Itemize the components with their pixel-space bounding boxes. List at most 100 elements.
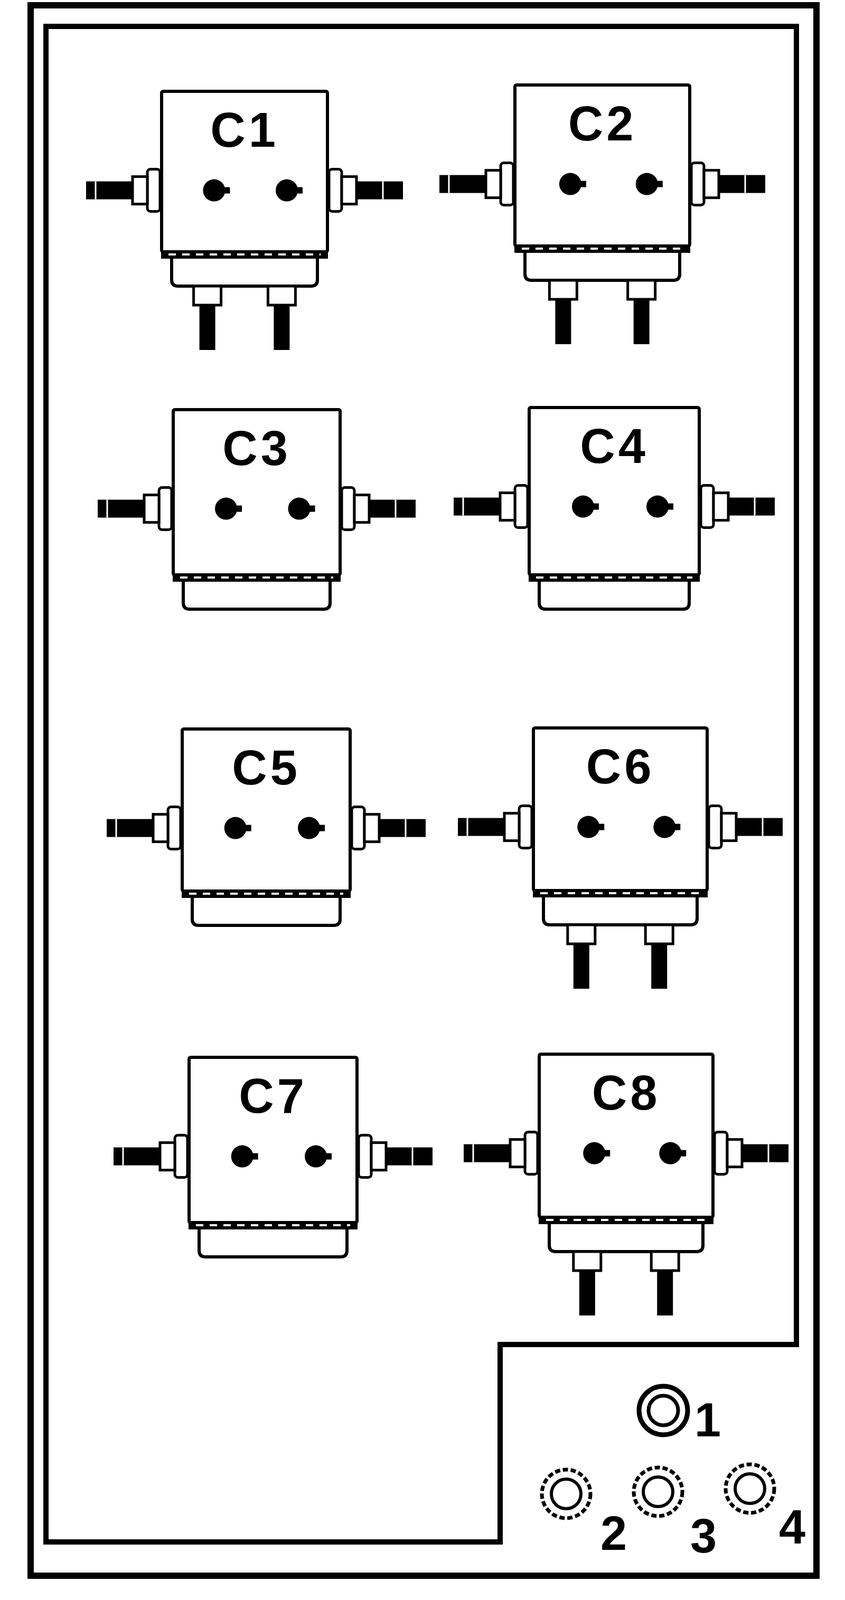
terminal-tab [595,824,605,831]
washer [714,1132,728,1176]
washer [519,806,532,849]
stud [439,175,486,194]
bottom-stud [273,305,290,351]
hex-nut [703,170,719,199]
hex-nut [485,170,501,199]
hex-nut [510,1140,525,1168]
stud-thread [122,1148,125,1167]
stud-thread [382,181,384,200]
bottom-nut [193,286,222,306]
screw-hole-inner [643,1477,673,1508]
stud [386,1148,433,1167]
component-drawings [86,163,789,1317]
bottom-nut [567,925,596,945]
bottom-nut [627,280,656,300]
flange-holes [546,1219,707,1222]
callout-number: 4 [778,1504,806,1552]
component-label: C4 [530,409,698,473]
hex-nut [721,813,737,842]
hex-nut [132,176,148,205]
stud-thread [767,1144,770,1163]
washer [691,163,704,206]
capacitor-body: C6 [531,726,709,893]
stud-thread [95,181,97,200]
outer-frame [30,5,817,1577]
bottom-nut [651,1252,679,1272]
hex-nut [727,1140,743,1168]
washer [524,1132,538,1176]
stud [97,500,145,519]
stud-thread [115,819,118,838]
flange-holes [536,576,693,579]
component-label: C6 [534,729,706,793]
bottom-stud [199,305,216,351]
component-label: C1 [163,92,326,156]
base-plate [549,1224,703,1253]
base-plate [543,897,698,926]
stud-thread [448,175,450,194]
terminal-tab [654,181,663,188]
component-label: C8 [540,1056,712,1120]
terminal-tab [590,503,599,511]
screw-hole [541,1470,591,1519]
capacitor-drawing [453,485,775,610]
flange-holes [180,576,334,579]
callout-number: 3 [690,1513,717,1561]
stud-thread [106,500,109,519]
screw-hole-inner [551,1479,581,1510]
terminal-tab [306,505,316,513]
washer [158,487,172,531]
callout-number: 2 [600,1510,627,1558]
terminal-tab [601,1150,610,1158]
base-plate [183,581,331,610]
bottom-nut [267,286,296,306]
capacitor-drawing [463,1132,789,1317]
terminal-tab [233,505,242,513]
stud [728,498,775,516]
washer [167,807,181,850]
bottom-stud [555,299,571,345]
stud-thread [466,818,469,837]
flange-holes [540,892,701,895]
inner-frame [45,26,797,1543]
stud [356,181,403,200]
washer [147,169,161,212]
hex-nut [153,814,168,843]
stud-thread [472,1144,475,1163]
stud [369,500,416,519]
capacitor-drawing [113,1135,433,1258]
terminal-tab [221,187,230,194]
base-plate [199,1230,347,1258]
bottom-nut [573,1252,602,1272]
terminal-tab [316,825,325,832]
washer [708,806,722,849]
washer [351,807,365,850]
flange-holes [195,1224,351,1227]
bottom-stud [633,299,650,345]
callout-number: 1 [694,1396,721,1445]
washer [358,1135,372,1179]
screw-holes [541,1386,775,1519]
washer [341,487,355,531]
washer [329,169,342,212]
component-label: C3 [174,411,339,475]
bottom-stud [656,1271,673,1317]
flange-holes [189,893,344,896]
stud [742,1144,789,1163]
washer [514,485,528,529]
capacitor-drawing [457,806,783,990]
stud-thread [405,819,407,838]
capacitor-body: C3 [171,408,342,577]
stud [718,175,766,194]
hex-nut [713,493,729,521]
hex-nut [371,1143,387,1171]
hex-nut [504,813,520,842]
hex-nut [364,814,380,843]
stud-thread [762,818,764,837]
stud [113,1148,161,1167]
terminal-tab [677,1150,687,1158]
component-label: C2 [516,86,689,150]
stud [463,1144,511,1163]
base-plate [192,898,341,926]
